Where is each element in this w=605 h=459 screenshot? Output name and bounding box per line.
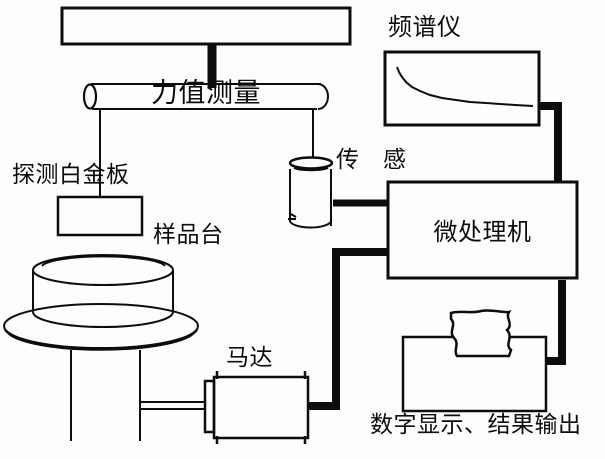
output-device [401,309,548,413]
microprocessor-to-output-cable [547,280,566,365]
sample-stage [3,254,199,441]
spectrum-analyzer-label: 频谱仪 [388,13,462,41]
spectrum-to-microprocessor-cable [538,102,562,181]
force-measurement-label: 力值测量 [151,78,261,109]
support-beam [60,6,352,46]
platinum-plate [56,195,144,237]
drive-shaft [141,401,206,410]
platinum-plate-label: 探测白金板 [12,162,130,188]
printout-paper [449,309,513,358]
motor-label: 马达 [226,345,273,371]
force-measurement-cylinder [82,83,329,110]
microprocessor-box [386,180,579,280]
sensor-cylinder [288,156,334,229]
digital-output-label: 数字显示、结果输出 [370,412,582,438]
sensor-label: 传 感 [336,147,407,173]
motor-to-microprocessor-cable [308,248,388,410]
decay-curve [396,66,534,107]
spectrum-analyzer-box [383,50,541,127]
microprocessor-label: 微处理机 [433,218,532,246]
sample-stage-label: 样品台 [153,222,224,248]
motor-body [203,371,310,444]
